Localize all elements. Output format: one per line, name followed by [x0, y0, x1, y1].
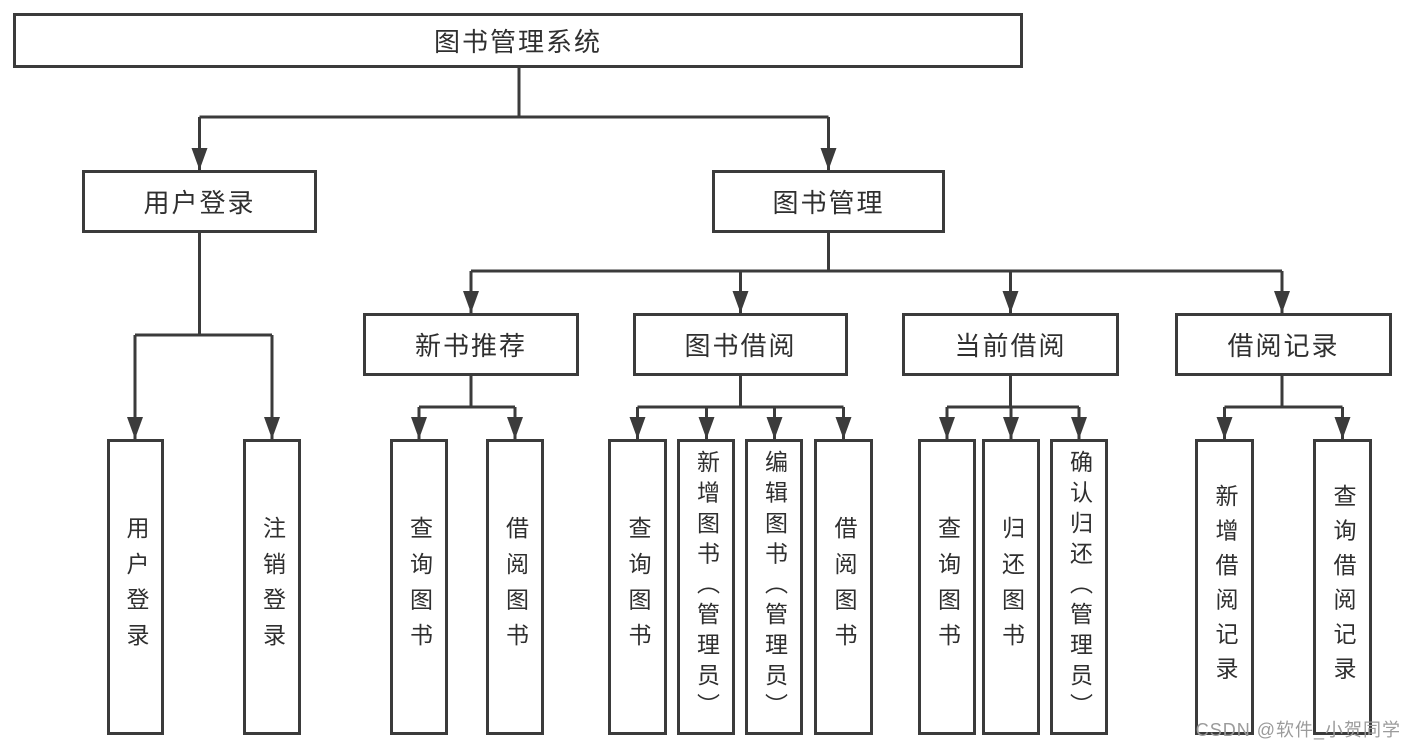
- leaf-edit-books-admin: 编辑图书（管理员）: [745, 439, 803, 735]
- node-book-borrowing: 图书借阅: [633, 313, 848, 376]
- leaf-query-books-2: 查询图书: [608, 439, 667, 735]
- leaf-query-books-1-label: 查询图书: [406, 515, 433, 659]
- leaf-user-login-label: 用户登录: [123, 515, 149, 659]
- leaf-user-login: 用户登录: [107, 439, 164, 735]
- connector-arrows: [127, 117, 1351, 439]
- leaf-query-books-1: 查询图书: [390, 439, 448, 735]
- leaf-add-borrow-record-label: 新增借阅记录: [1212, 483, 1238, 691]
- leaf-query-books-3: 查询图书: [918, 439, 976, 735]
- node-current-borrowing: 当前借阅: [902, 313, 1119, 376]
- leaf-return-books-label: 归还图书: [998, 515, 1025, 659]
- node-system-root: 图书管理系统: [13, 13, 1023, 68]
- leaf-logout-label: 注销登录: [259, 515, 286, 659]
- leaf-logout: 注销登录: [243, 439, 301, 735]
- leaf-return-books: 归还图书: [982, 439, 1040, 735]
- connector-lines: [135, 68, 1343, 409]
- node-user-login-branch: 用户登录: [82, 170, 317, 233]
- leaf-edit-books-admin-label: 编辑图书（管理员）: [761, 450, 788, 724]
- leaf-borrow-books-1: 借阅图书: [486, 439, 544, 735]
- node-new-book-recommend: 新书推荐: [363, 313, 579, 376]
- leaf-query-borrow-record: 查询借阅记录: [1313, 439, 1372, 735]
- leaf-add-borrow-record: 新增借阅记录: [1195, 439, 1254, 735]
- leaf-borrow-books-1-label: 借阅图书: [502, 515, 529, 659]
- leaf-query-borrow-record-label: 查询借阅记录: [1330, 483, 1356, 691]
- leaf-borrow-books-2-label: 借阅图书: [831, 515, 857, 659]
- leaf-borrow-books-2: 借阅图书: [814, 439, 873, 735]
- node-book-management-branch: 图书管理: [712, 170, 945, 233]
- leaf-query-books-3-label: 查询图书: [934, 515, 961, 659]
- node-borrowing-records: 借阅记录: [1175, 313, 1392, 376]
- leaf-confirm-return-admin-label: 确认归还（管理员）: [1066, 450, 1093, 724]
- leaf-add-books-admin-label: 新增图书（管理员）: [693, 450, 720, 724]
- csdn-watermark: CSDN @软件_小贺同学: [1195, 720, 1401, 740]
- leaf-confirm-return-admin: 确认归还（管理员）: [1050, 439, 1108, 735]
- leaf-query-books-2-label: 查询图书: [625, 515, 651, 659]
- leaf-add-books-admin: 新增图书（管理员）: [677, 439, 735, 735]
